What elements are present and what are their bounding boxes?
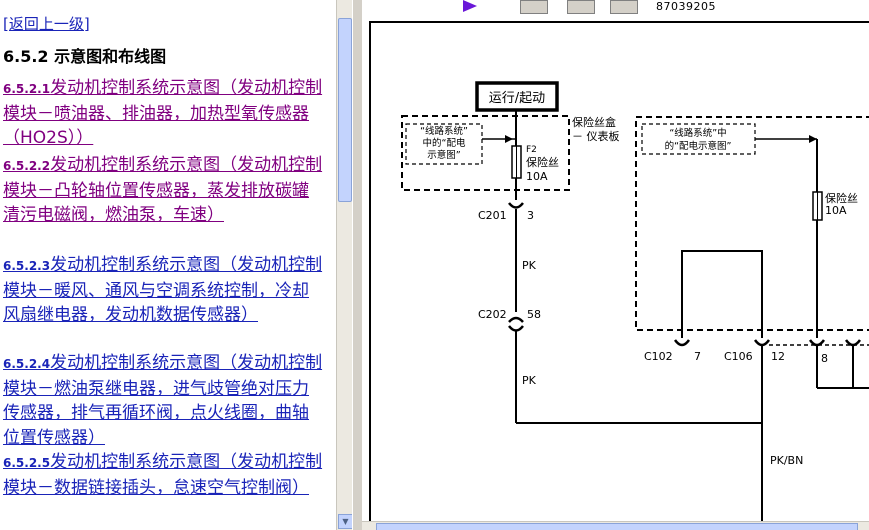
toc-entry-text: 发动机控制系统示意图（发动机控制模块－喷油器、排油器，加热型氧传感器（HO2S）… [3,78,323,148]
toc-entry-text: 发动机控制系统示意图（发动机控制模块－燃油泵继电器，进气歧管绝对压力传感器，排气… [3,353,323,448]
wiring-ref-left-line3: 示意图” [427,149,461,161]
ref-arrow-head-right [809,135,817,143]
toc-entry-num: 6.5.2.5 [3,456,51,470]
scrollbar-thumb[interactable] [376,523,858,530]
wire-color-pk-bn: PK/BN [770,454,803,467]
toc-entry-num: 6.5.2.3 [3,259,51,273]
ref-arrow-head [505,135,513,143]
fuse-f2-name: F2 [526,145,537,155]
pin-connector-symbol [844,339,862,347]
run-start-box [475,81,559,112]
back-link[interactable]: [返回上一级] [3,15,90,33]
c201-label: C201 [478,209,507,222]
toc-entry-2[interactable]: 6.5.2.2发动机控制系统示意图（发动机控制模块－凸轮轴位置传感器，蒸发排放碳… [3,153,325,228]
c106-label: C106 [724,350,753,363]
diagram-pane: 87039205 运行/起动 “线路系统” 中的“配电 示意图” 保险丝盒 － … [362,0,869,530]
c106-connector-symbol [753,339,771,347]
forward-page-icon[interactable] [610,0,638,14]
scrollbar-thumb[interactable] [338,18,352,202]
toc-entry-4[interactable]: 6.5.2.4发动机控制系统示意图（发动机控制模块－燃油泵继电器，进气歧管绝对压… [3,351,325,450]
toc-entry-text: 发动机控制系统示意图（发动机控制模块－暖风、通风与空调系统控制，冷却风扇继电器，… [3,255,323,325]
diagram-frame [369,21,869,522]
wiring-ref-right-line2: 的“配电示意图” [665,140,732,152]
fuse-f2-label: 保险丝 [526,155,559,169]
toolbar: 87039205 [362,0,869,14]
toc-entry-5[interactable]: 6.5.2.5发动机控制系统示意图（发动机控制模块－数据链接插头，怠速空气控制阀… [3,450,325,500]
pin8-connector-symbol [808,339,826,347]
scroll-down-arrow-icon[interactable]: ▼ [338,514,353,529]
wiring-diagram: 运行/起动 “线路系统” 中的“配电 示意图” 保险丝盒 － 仪表板 F2 保险… [369,21,869,522]
toc-entry-3[interactable]: 6.5.2.3发动机控制系统示意图（发动机控制模块－暖风、通风与空调系统控制，冷… [3,253,325,328]
c102-connector-symbol [673,339,691,347]
wire-color-pk-1: PK [522,259,537,272]
c201-connector-symbol [508,202,524,209]
c201-pin: 3 [527,209,534,222]
expand-icon[interactable] [567,0,595,14]
fuse-f2-rating: 10A [526,170,548,183]
document-id: 87039205 [656,0,716,13]
run-start-label: 运行/起动 [489,91,545,106]
toc-entry-num: 6.5.2.1 [3,82,51,96]
fuse-box-left [401,115,570,191]
c106-pin: 12 [771,350,785,363]
left-nav-pane: [返回上一级] 6.5.2 示意图和布线图 6.5.2.1发动机控制系统示意图（… [0,0,336,530]
c202-connector-bottom [508,325,524,332]
pin-8-label: 8 [821,352,828,365]
fuse-right-rating: 10A [825,204,847,217]
c102-label: C102 [644,350,673,363]
wiring-ref-box-left [405,123,483,165]
back-page-icon[interactable] [520,0,548,14]
left-pane-scrollbar[interactable]: ▼ [336,0,353,530]
fuse-box-caption-1: 保险丝盒 [572,115,616,129]
toc-entry-num: 6.5.2.2 [3,159,51,173]
c202-pin: 58 [527,308,541,321]
toc-entry-1[interactable]: 6.5.2.1发动机控制系统示意图（发动机控制模块－喷油器、排油器，加热型氧传感… [3,76,325,151]
c202-connector-top [508,316,524,323]
c202-label: C202 [478,308,507,321]
fuse-box-right [635,116,869,331]
jumper-loop [681,250,763,338]
wire-color-pk-2: PK [522,374,537,387]
fuse-box-caption-2: － 仪表板 [572,129,620,143]
toc-entry-text: 发动机控制系统示意图（发动机控制模块－凸轮轴位置传感器，蒸发排放碳罐清污电磁阀，… [3,155,323,225]
fuse-right-label: 保险丝 [825,191,858,205]
wiring-ref-left-line2: 中的“配电 [423,137,466,149]
wiring-ref-left-line1: “线路系统” [420,125,468,137]
wiring-ref-right-line1: “线路系统”中 [669,127,726,139]
section-title: 6.5.2 示意图和布线图 [3,47,167,66]
diagram-horizontal-scrollbar[interactable] [362,521,869,530]
c102-pin: 7 [694,350,701,363]
play-arrow-icon[interactable] [463,0,477,12]
toc-entry-num: 6.5.2.4 [3,357,51,371]
toc-entry-text: 发动机控制系统示意图（发动机控制模块－数据链接插头，怠速空气控制阀） [3,452,323,498]
